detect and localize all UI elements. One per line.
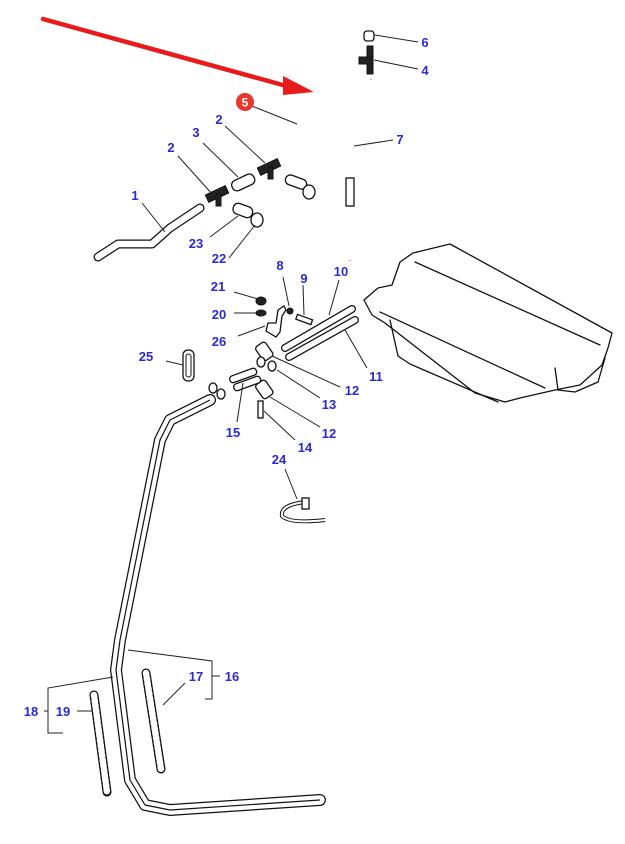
o-ring[interactable] — [216, 388, 226, 400]
part-22-clamp[interactable] — [250, 212, 264, 228]
callout-23[interactable]: 23 — [189, 236, 203, 251]
part-16-18-long-pipe[interactable] — [110, 394, 326, 816]
part-15-tubes[interactable] — [229, 367, 262, 392]
callout-10[interactable]: 10 — [334, 264, 348, 279]
part-19-spiral-wrap[interactable] — [89, 690, 112, 797]
part-13-ring[interactable] — [256, 356, 266, 368]
callout-8[interactable]: 8 — [276, 258, 283, 273]
callout-15[interactable]: 15 — [226, 425, 240, 440]
callout-1[interactable]: 1 — [131, 188, 138, 203]
callout-19[interactable]: 19 — [56, 704, 70, 719]
callout-14[interactable]: 14 — [298, 440, 313, 455]
part-8-washer[interactable] — [286, 307, 294, 315]
callout-20[interactable]: 20 — [212, 307, 226, 322]
callout-18[interactable]: 18 — [24, 704, 38, 719]
callout-9[interactable]: 9 — [300, 271, 307, 286]
callout-12[interactable]: 12 — [345, 383, 359, 398]
callout-12[interactable]: 12 — [322, 426, 336, 441]
part-20-washer[interactable] — [255, 309, 267, 317]
callout-22[interactable]: 22 — [212, 251, 226, 266]
part-26-bracket[interactable] — [265, 305, 287, 338]
part-12-clip[interactable] — [254, 341, 274, 362]
part-23-sleeve[interactable] — [232, 202, 255, 219]
part-5-hose[interactable] — [285, 62, 355, 159]
callout-16[interactable]: 16 — [225, 669, 239, 684]
callout-7[interactable]: 7 — [396, 132, 403, 147]
part-17-spiral-wrap[interactable] — [141, 668, 166, 774]
callout-2[interactable]: 2 — [215, 112, 222, 127]
part-3-sleeve[interactable] — [230, 172, 256, 192]
callout-11[interactable]: 11 — [369, 369, 383, 384]
part-2-tee-fitting[interactable] — [256, 158, 282, 180]
part-10-11-pipes[interactable] — [281, 305, 359, 361]
callout-2[interactable]: 2 — [167, 140, 174, 155]
clamp[interactable] — [302, 184, 316, 200]
callout-17[interactable]: 17 — [189, 669, 203, 684]
callout-25[interactable]: 25 — [139, 349, 153, 364]
part-24-cable-tie[interactable] — [279, 497, 326, 524]
callout-26[interactable]: 26 — [212, 334, 226, 349]
part-9-bolt[interactable] — [294, 313, 314, 326]
part-6-cap[interactable] — [363, 30, 375, 42]
part-14-bolt[interactable] — [257, 400, 264, 419]
housing-box[interactable] — [363, 243, 613, 403]
part-4-fitting[interactable] — [358, 45, 374, 75]
part-2-tee-fitting[interactable] — [204, 185, 230, 207]
callout-24[interactable]: 24 — [272, 452, 287, 467]
callout-labels: 1 2 2 3 4 6 7 8 9 10 11 12 12 13 14 15 1… — [24, 35, 430, 719]
callout-3[interactable]: 3 — [192, 125, 199, 140]
part-7-rod[interactable] — [345, 79, 373, 261]
part-13-ring[interactable] — [267, 360, 277, 372]
callout-5-highlighted[interactable]: 5 — [236, 93, 254, 111]
callout-6[interactable]: 6 — [421, 35, 428, 50]
callout-21[interactable]: 21 — [211, 279, 225, 294]
part-21-nut[interactable] — [255, 296, 267, 306]
callout-4[interactable]: 4 — [421, 63, 429, 78]
o-ring[interactable] — [208, 382, 218, 394]
part-25-grommet[interactable] — [182, 349, 195, 382]
callout-13[interactable]: 13 — [322, 397, 336, 412]
callout-5-label: 5 — [242, 96, 249, 110]
leader-lines — [44, 34, 419, 734]
part-1-hose[interactable] — [93, 203, 205, 262]
red-pointer-arrow — [40, 16, 314, 95]
